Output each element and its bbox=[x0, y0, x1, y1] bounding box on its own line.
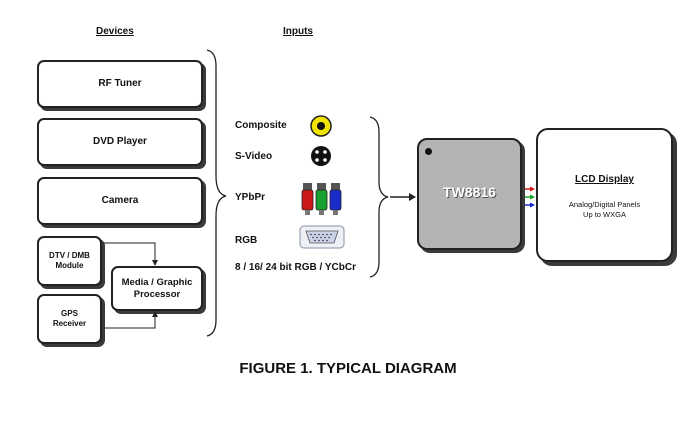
dtv-dmb-module-box: DTV / DMB Module bbox=[37, 236, 102, 286]
lcd-subtitle-line2: Up to WXGA bbox=[583, 209, 626, 219]
rf-tuner-box: RF Tuner bbox=[37, 60, 203, 108]
rf-tuner-label: RF Tuner bbox=[98, 77, 142, 89]
dvd-player-box: DVD Player bbox=[37, 118, 203, 166]
inputs-header: Inputs bbox=[283, 26, 313, 37]
figure-caption: FIGURE 1. TYPICAL DIAGRAM bbox=[239, 360, 457, 377]
pin1-marker bbox=[425, 148, 432, 155]
dtv-to-media-connector bbox=[103, 242, 156, 263]
tw8816-chip: TW8816 bbox=[417, 138, 522, 250]
red-line-arrowhead bbox=[530, 186, 535, 192]
rgb-label: RGB bbox=[235, 235, 258, 246]
camera-label: Camera bbox=[101, 194, 139, 206]
chip-label: TW8816 bbox=[443, 184, 496, 200]
dtv-to-media-arrowhead bbox=[152, 260, 158, 266]
inputs-brace bbox=[369, 116, 389, 278]
gps-to-media-arrowhead bbox=[152, 311, 158, 317]
gps-label-line2: Receiver bbox=[52, 319, 87, 328]
gps-label-line1: GPS bbox=[61, 309, 78, 318]
gps-receiver-box: GPS Receiver bbox=[37, 294, 102, 344]
devices-brace bbox=[206, 49, 227, 337]
media-graphic-processor-box: Media / Graphic Processor bbox=[111, 266, 203, 311]
bitdepth-label: 8 / 16/ 24 bit RGB / YCbCr bbox=[235, 262, 356, 273]
lcd-subtitle-line1: Analog/Digital Panels bbox=[568, 200, 641, 209]
dtv-dmb-label-line2: Module bbox=[55, 261, 84, 270]
brace-to-chip-arrowhead bbox=[409, 193, 416, 201]
media-label-line2: Processor bbox=[133, 288, 181, 300]
media-label-line1: Media / Graphic bbox=[121, 276, 193, 288]
camera-box: Camera bbox=[37, 177, 203, 225]
lcd-subtitle: Analog/Digital Panels Up to WXGA bbox=[538, 200, 671, 220]
dvd-player-label: DVD Player bbox=[93, 135, 147, 147]
chip-to-lcd-rgb-lines bbox=[524, 188, 531, 206]
green-line-arrowhead bbox=[530, 194, 535, 200]
composite-label: Composite bbox=[235, 120, 287, 131]
lcd-title: LCD Display bbox=[575, 174, 634, 185]
svideo-label: S-Video bbox=[235, 151, 273, 162]
composite-jack-icon bbox=[310, 115, 332, 137]
ypbpr-label: YPbPr bbox=[235, 192, 266, 203]
svideo-connector-icon bbox=[311, 146, 331, 166]
gps-to-media-connector bbox=[103, 314, 156, 329]
lcd-display-box: LCD Display Analog/Digital Panels Up to … bbox=[536, 128, 673, 262]
blue-line-arrowhead bbox=[530, 202, 535, 208]
devices-header: Devices bbox=[96, 26, 134, 37]
ypbpr-plugs-icon bbox=[301, 183, 342, 215]
dtv-dmb-label-line1: DTV / DMB bbox=[49, 251, 90, 260]
rgb-vga-connector-icon bbox=[299, 225, 345, 249]
